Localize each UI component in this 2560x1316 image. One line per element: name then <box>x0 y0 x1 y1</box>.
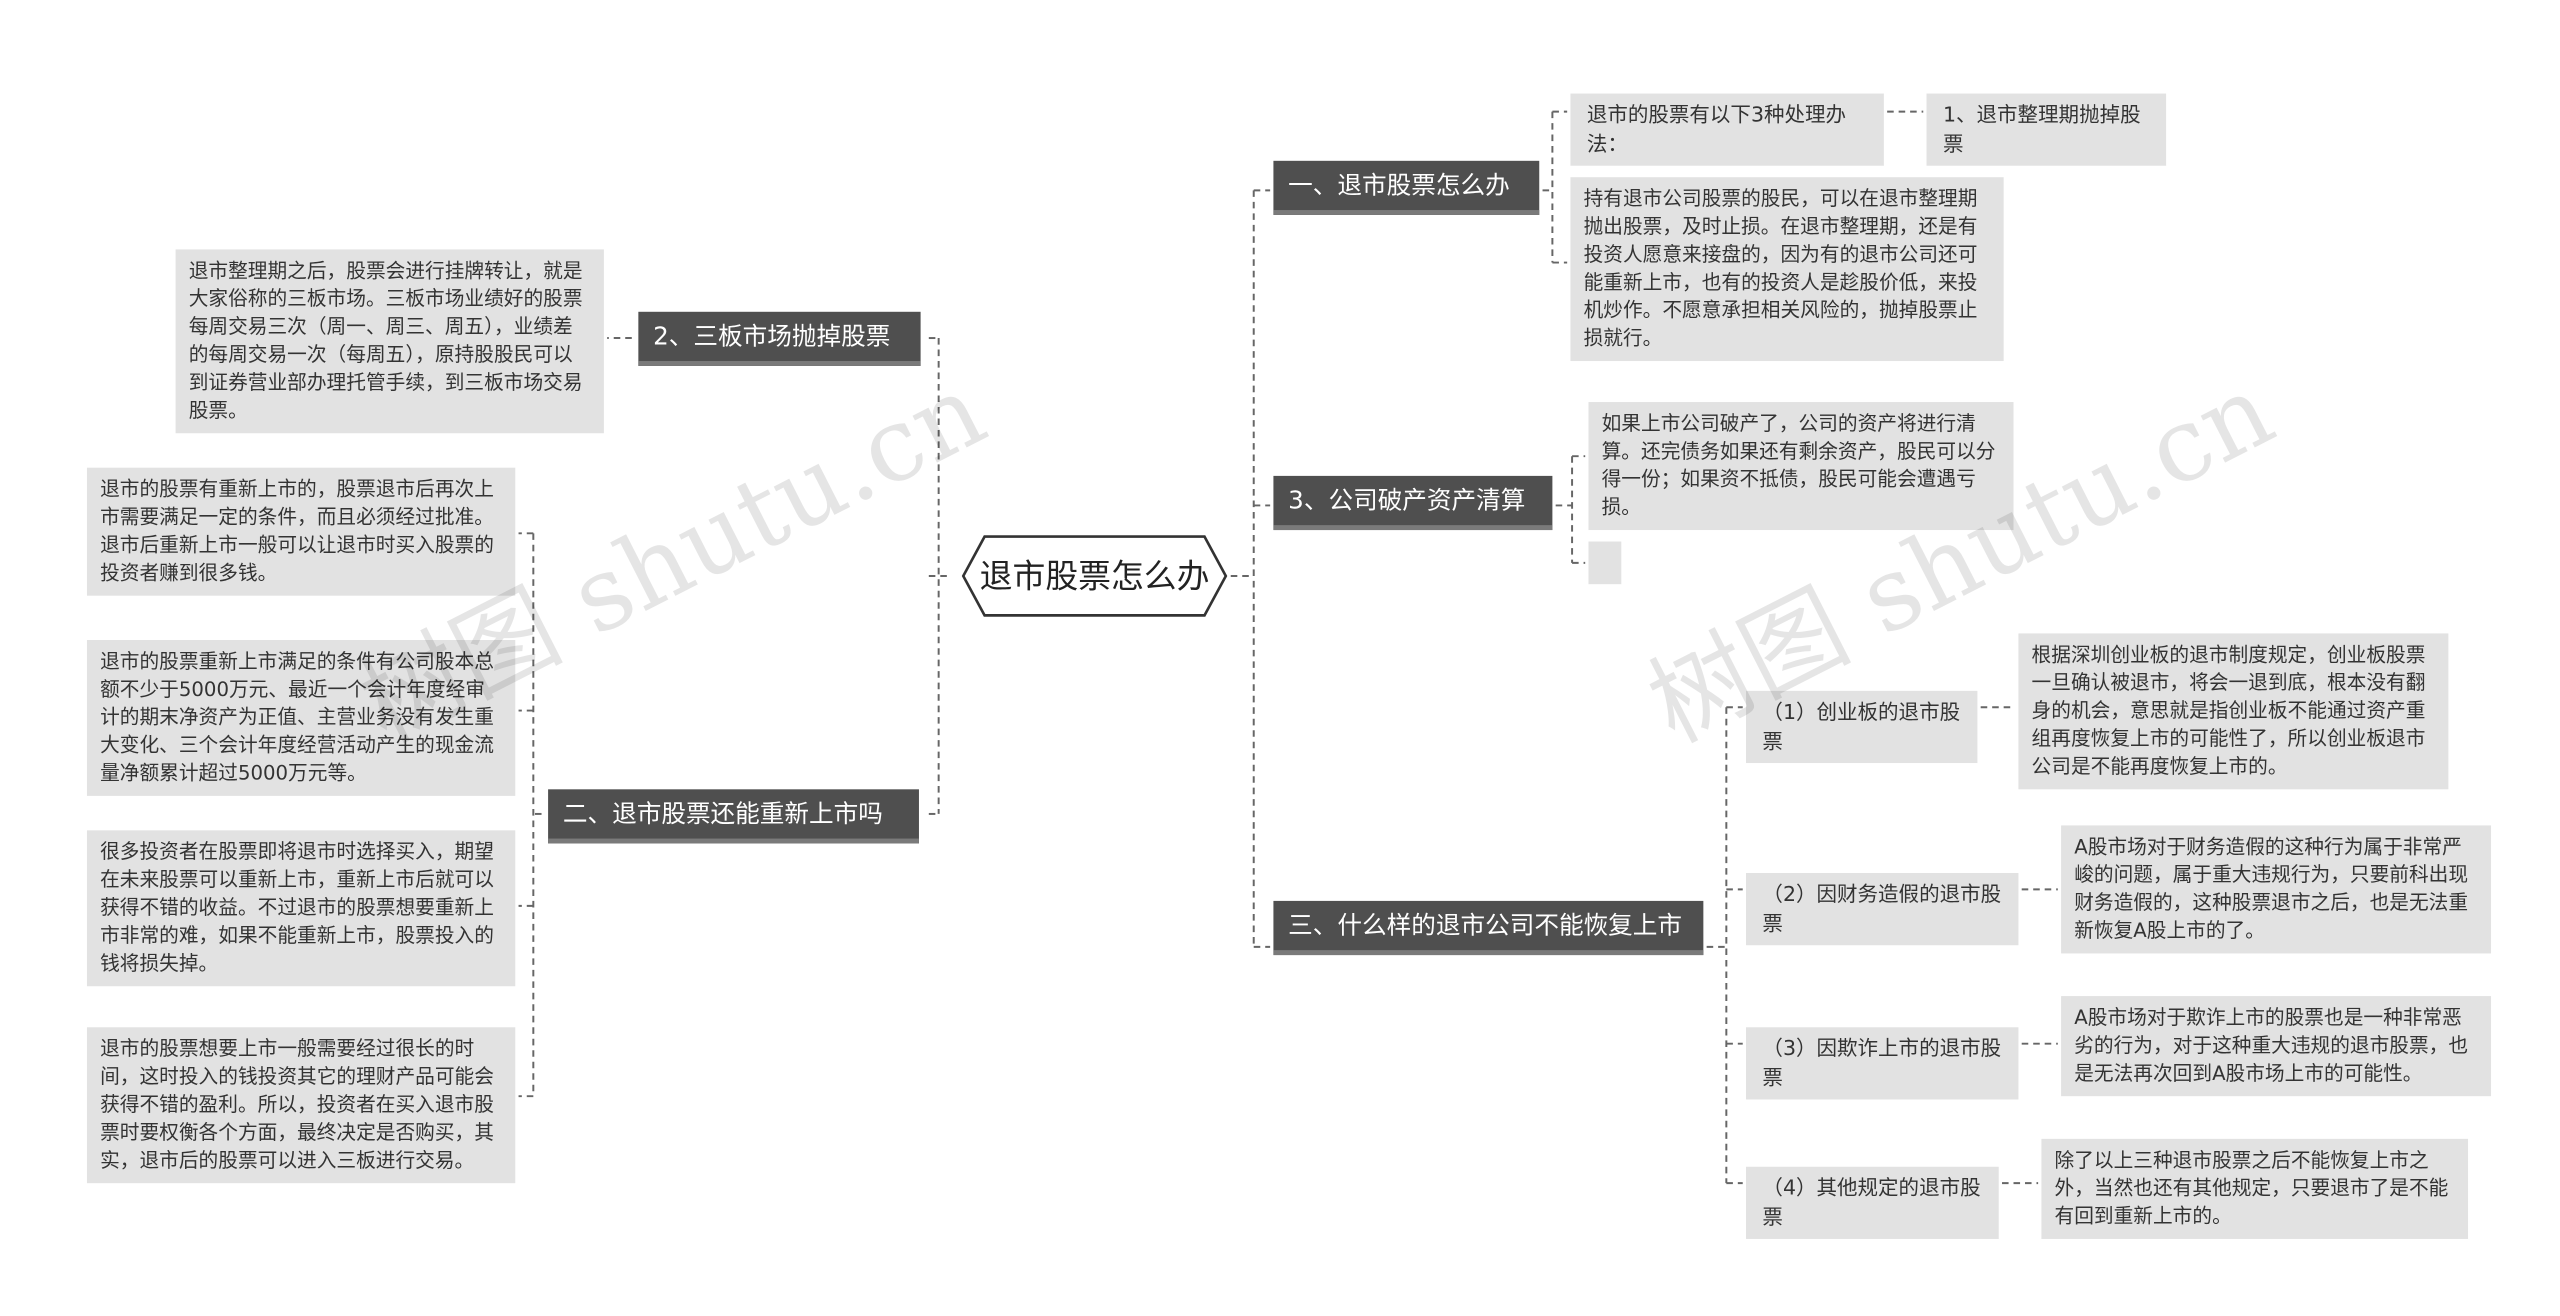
leaf-text: 1、退市整理期抛掉股票 <box>1942 101 2141 156</box>
leaf-text: 退市整理期之后，股票会进行挂牌转让，就是大家俗称的三板市场。三板市场业绩好的股票… <box>188 259 583 422</box>
branch-label: 二、退市股票还能重新上市吗 <box>562 799 883 829</box>
leaf-text: 退市的股票想要上市一般需要经过很长的时间，这时投入的钱投资其它的理财产品可能会获… <box>100 1037 494 1172</box>
sub-label: （4）其他规定的退市股票 <box>1762 1174 1981 1230</box>
branch-label: 3、公司破产资产清算 <box>1288 485 1526 516</box>
leaf-relisting-4[interactable]: 退市的股票想要上市一般需要经过很长的时间，这时投入的钱投资其它的理财产品可能会获… <box>86 1027 516 1184</box>
branch-cannot-resume[interactable]: 三、什么样的退市公司不能恢复上市 <box>1273 900 1704 956</box>
leaf-other-rules-detail[interactable]: 除了以上三种退市股票之后不能恢复上市之外，当然也还有其他规定，只要退市了是不能有… <box>2041 1138 2469 1239</box>
branch-label: 三、什么样的退市公司不能恢复上市 <box>1288 910 1683 941</box>
leaf-text: A股市场对于财务造假的这种行为属于非常严峻的问题，属于重大违规行为，只要前科出现… <box>2074 835 2469 942</box>
leaf-fraudulent-listing-detail[interactable]: A股市场对于欺诈上市的股票也是一种非常恶劣的行为，对于这种重大违规的退市股票，也… <box>2061 996 2492 1097</box>
leaf-text: 如果上市公司破产了，公司的资产将进行清算。还完债务如果还有剩余资产，股民可以分得… <box>1601 411 1996 519</box>
leaf-three-methods[interactable]: 退市的股票有以下3种处理办法： <box>1570 93 1884 166</box>
root-hexagon-shape <box>961 535 1228 617</box>
root-topic[interactable]: 退市股票怎么办 <box>961 535 1228 617</box>
leaf-delisting-period-sell[interactable]: 1、退市整理期抛掉股票 <box>1926 93 2167 166</box>
branch-label: 一、退市股票怎么办 <box>1288 170 1510 201</box>
branch-how-to-handle[interactable]: 一、退市股票怎么办 <box>1273 160 1540 215</box>
leaf-gem-board-detail[interactable]: 根据深圳创业板的退市制度规定，创业板股票一旦确认被退市，将会一退到底，根本没有翻… <box>2018 633 2449 790</box>
leaf-text: 退市的股票有以下3种处理办法： <box>1586 101 1847 156</box>
branch-three-board-market[interactable]: 2、三板市场抛掉股票 <box>638 311 921 366</box>
sub-financial-fraud[interactable]: （2）因财务造假的退市股票 <box>1746 873 2019 946</box>
sub-other-rules[interactable]: （4）其他规定的退市股票 <box>1746 1166 1999 1239</box>
sub-label: （2）因财务造假的退市股票 <box>1762 881 2002 936</box>
leaf-text: 退市的股票有重新上市的，股票退市后再次上市需要满足一定的条件，而且必须经过批准。… <box>100 477 494 585</box>
leaf-text: 很多投资者在股票即将退市时选择买入，期望在未来股票可以重新上市，重新上市后就可以… <box>100 840 494 975</box>
leaf-stop-loss-detail[interactable]: 持有退市公司股票的股民，可以在退市整理期抛出股票，及时止损。在退市整理期，还是有… <box>1570 177 2004 362</box>
leaf-relisting-3[interactable]: 很多投资者在股票即将退市时选择买入，期望在未来股票可以重新上市，重新上市后就可以… <box>86 830 516 987</box>
leaf-relisting-1[interactable]: 退市的股票有重新上市的，股票退市后再次上市需要满足一定的条件，而且必须经过批准。… <box>86 467 516 596</box>
leaf-text: 退市的股票重新上市满足的条件有公司股本总额不少于5000万元、最近一个会计年度经… <box>100 649 494 785</box>
leaf-text: 根据深圳创业板的退市制度规定，创业板股票一旦确认被退市，将会一退到底，根本没有翻… <box>2031 643 2426 778</box>
leaf-text: 持有退市公司股票的股民，可以在退市整理期抛出股票，及时止损。在退市整理期，还是有… <box>1583 187 1978 350</box>
sub-label: （1）创业板的退市股票 <box>1762 699 1961 754</box>
branch-bankruptcy[interactable]: 3、公司破产资产清算 <box>1273 475 1553 531</box>
leaf-text: 除了以上三种退市股票之后不能恢复上市之外，当然也还有其他规定，只要退市了是不能有… <box>2054 1148 2449 1228</box>
branch-relisting[interactable]: 二、退市股票还能重新上市吗 <box>548 789 919 844</box>
branch-label: 2、三板市场抛掉股票 <box>653 321 891 352</box>
empty-topic[interactable] <box>1588 541 1622 585</box>
leaf-financial-fraud-detail[interactable]: A股市场对于财务造假的这种行为属于非常严峻的问题，属于重大违规行为，只要前科出现… <box>2061 825 2492 954</box>
sub-fraudulent-listing[interactable]: （3）因欺诈上市的退市股票 <box>1746 1027 2019 1100</box>
sub-label: （3）因欺诈上市的退市股票 <box>1762 1035 2002 1090</box>
leaf-text: A股市场对于欺诈上市的股票也是一种非常恶劣的行为，对于这种重大违规的退市股票，也… <box>2074 1005 2469 1085</box>
leaf-relisting-2[interactable]: 退市的股票重新上市满足的条件有公司股本总额不少于5000万元、最近一个会计年度经… <box>86 639 516 796</box>
leaf-three-board-detail[interactable]: 退市整理期之后，股票会进行挂牌转让，就是大家俗称的三板市场。三板市场业绩好的股票… <box>175 249 604 434</box>
root-topic-label: 退市股票怎么办 <box>979 556 1210 596</box>
leaf-bankruptcy-detail[interactable]: 如果上市公司破产了，公司的资产将进行清算。还完债务如果还有剩余资产，股民可以分得… <box>1588 402 2014 531</box>
sub-gem-board[interactable]: （1）创业板的退市股票 <box>1746 690 1978 764</box>
